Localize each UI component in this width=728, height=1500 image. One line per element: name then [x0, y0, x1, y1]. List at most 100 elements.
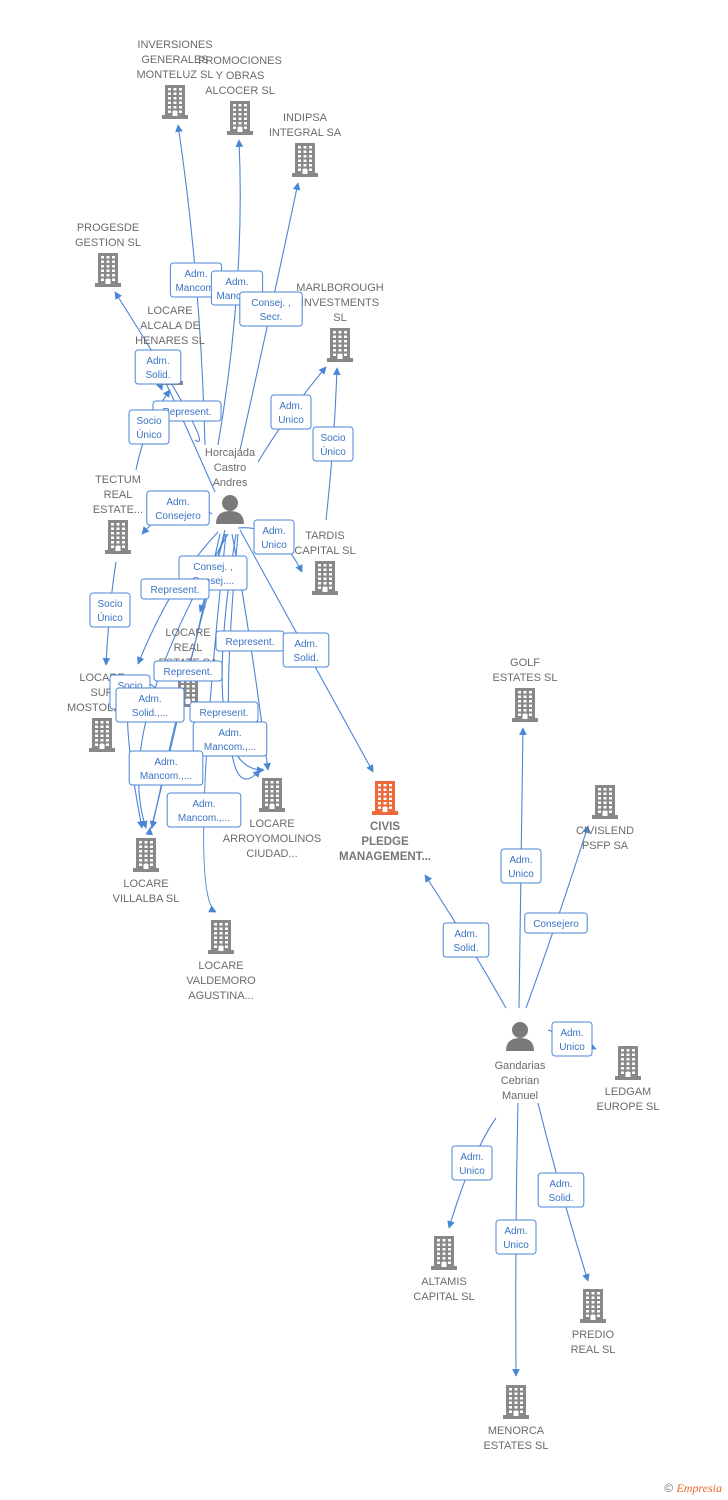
edge-label-gandarias-to-menorca[interactable]: Adm.Unico — [495, 1219, 537, 1255]
node-label: VILLALBA SL — [113, 893, 180, 905]
node-label: INVESTMENTS — [301, 297, 379, 309]
edge-label-text: Adm. — [262, 526, 285, 537]
edge-label-box — [495, 1219, 537, 1255]
building-icon — [512, 688, 538, 722]
node-label: ESTATE... — [93, 504, 143, 516]
edge-label-box — [282, 632, 330, 668]
node-label: PROGESDE — [77, 222, 139, 234]
edge-label-horcajada-to-tectum[interactable]: Adm.Consejero — [146, 490, 210, 526]
edge-label-horcajada-to-progesde[interactable]: Represent. — [152, 400, 222, 422]
edge-label-horcajada-to-locare_sur[interactable]: Represent. — [140, 578, 210, 600]
node-label: CAPITAL SL — [294, 545, 355, 557]
edge-label-horcajada-to-marlborough[interactable]: Adm.Unico — [270, 394, 312, 430]
edge-label-text: Unico — [278, 415, 304, 426]
node-locare-arroyo[interactable]: LOCAREARROYOMOLINOSCIUDAD... — [223, 778, 321, 860]
brand-logo-text[interactable]: Empresia — [676, 1481, 722, 1495]
building-icon — [431, 1236, 457, 1270]
edge-label-box — [134, 349, 182, 385]
edge-label-text: Solid. — [453, 943, 478, 954]
edge-label-gandarias-to-civis[interactable]: Adm. Solid. — [442, 922, 490, 958]
node-label: INDIPSA — [283, 112, 328, 124]
edge-label-horcajada-to-locare_arroyo[interactable]: Represent. — [189, 701, 259, 723]
node-tectum[interactable]: TECTUMREALESTATE... — [93, 474, 143, 554]
edge-label-text: Único — [136, 428, 162, 441]
edge-label-gandarias-to-altamis[interactable]: Adm.Unico — [451, 1145, 493, 1181]
edge-label-box — [128, 750, 204, 786]
node-label: PLEDGE — [361, 836, 409, 848]
person-icon — [216, 495, 244, 524]
footer-credit: © Empresia — [664, 1481, 722, 1496]
edge-label-text: Adm. — [504, 1226, 527, 1237]
node-label: CIVISLEND — [576, 825, 634, 837]
edge-label-gandarias-to-civislend[interactable]: Consejero — [524, 912, 588, 934]
edge-label-text: Unico — [459, 1166, 485, 1177]
edge-label-box — [128, 409, 170, 445]
node-civis[interactable]: CIVISPLEDGEMANAGEMENT... — [339, 781, 431, 863]
edge-label-gandarias-to-golf[interactable]: Adm.Unico — [500, 848, 542, 884]
node-locare-valdemoro[interactable]: LOCAREVALDEMOROAGUSTINA... — [186, 920, 256, 1002]
edge-label-horcajada-to-indipsa[interactable]: Consej. ,Secr. — [239, 291, 303, 327]
edge-label-horcajada-to-civis[interactable]: Adm.Solid. — [282, 632, 330, 668]
building-icon — [259, 778, 285, 812]
edge-label-text: Adm. — [225, 277, 248, 288]
edge-label-horcajada-to-locare_villalba[interactable]: Adm.Mancom.,... — [128, 750, 204, 786]
edge-label-horcajada-to-locare_arroyo[interactable]: Adm.Mancom.,... — [192, 721, 268, 757]
node-label: ARROYOMOLINOS — [223, 833, 321, 845]
node-label: MONTELUZ SL — [136, 69, 213, 81]
edge-label-text: Mancom.,... — [178, 813, 230, 824]
node-label: AGUSTINA... — [188, 990, 253, 1002]
edge-label-horcajada-to-locare_valdemoro[interactable]: Adm.Mancom.,... — [166, 792, 242, 828]
node-label: TECTUM — [95, 474, 141, 486]
edge-label-horcajada-to-locare_arroyo[interactable]: Represent. — [215, 630, 285, 652]
edge-label-box — [312, 426, 354, 462]
building-icon — [327, 328, 353, 362]
edge-label-box — [166, 792, 242, 828]
edge-label-box — [451, 1145, 493, 1181]
edge-label-text: Solid. — [293, 653, 318, 664]
edge-label-text: Unico — [508, 869, 534, 880]
edge-label-text: Único — [97, 611, 123, 624]
edge-label-text: Consejero — [533, 919, 579, 930]
edge-label-box — [524, 912, 588, 934]
node-label: INVERSIONES — [137, 39, 212, 51]
edge-label-box — [551, 1021, 593, 1057]
edge-label-horcajada-to-locare_alcala[interactable]: Adm.Solid. — [134, 349, 182, 385]
node-label: ALCALA DE — [140, 320, 200, 332]
edge-label-gandarias-to-predio[interactable]: Adm.Solid. — [537, 1172, 585, 1208]
edge-label-horcajada-to-locare_villalba[interactable]: Adm.Solid.,... — [115, 687, 185, 723]
edge-label-text: Adm. — [184, 269, 207, 280]
edge-label-text: Adm. — [154, 757, 177, 768]
node-label: Gandarias — [495, 1060, 546, 1072]
edge-label-gandarias-to-ledgam[interactable]: Adm.Unico — [551, 1021, 593, 1057]
edge-label-text: Socio — [320, 433, 345, 444]
focus-building-icon — [372, 781, 398, 815]
edge-label-text: Adm. — [454, 929, 477, 940]
node-label: Andres — [213, 477, 248, 489]
edge-label-horcajada-to-locare_villalba[interactable]: Represent. — [153, 660, 223, 682]
building-icon — [208, 920, 234, 954]
node-label: CIUDAD... — [246, 848, 297, 860]
node-label: REAL SL — [571, 1344, 616, 1356]
edge-label-horcajada-to-tardis[interactable]: Adm.Unico — [253, 519, 295, 555]
edge-labels-layer: Adm.Mancom.Adm.Mancom.Consej. ,Secr.Repr… — [89, 262, 593, 1255]
edge-label-box — [115, 687, 185, 723]
building-icon — [95, 253, 121, 287]
